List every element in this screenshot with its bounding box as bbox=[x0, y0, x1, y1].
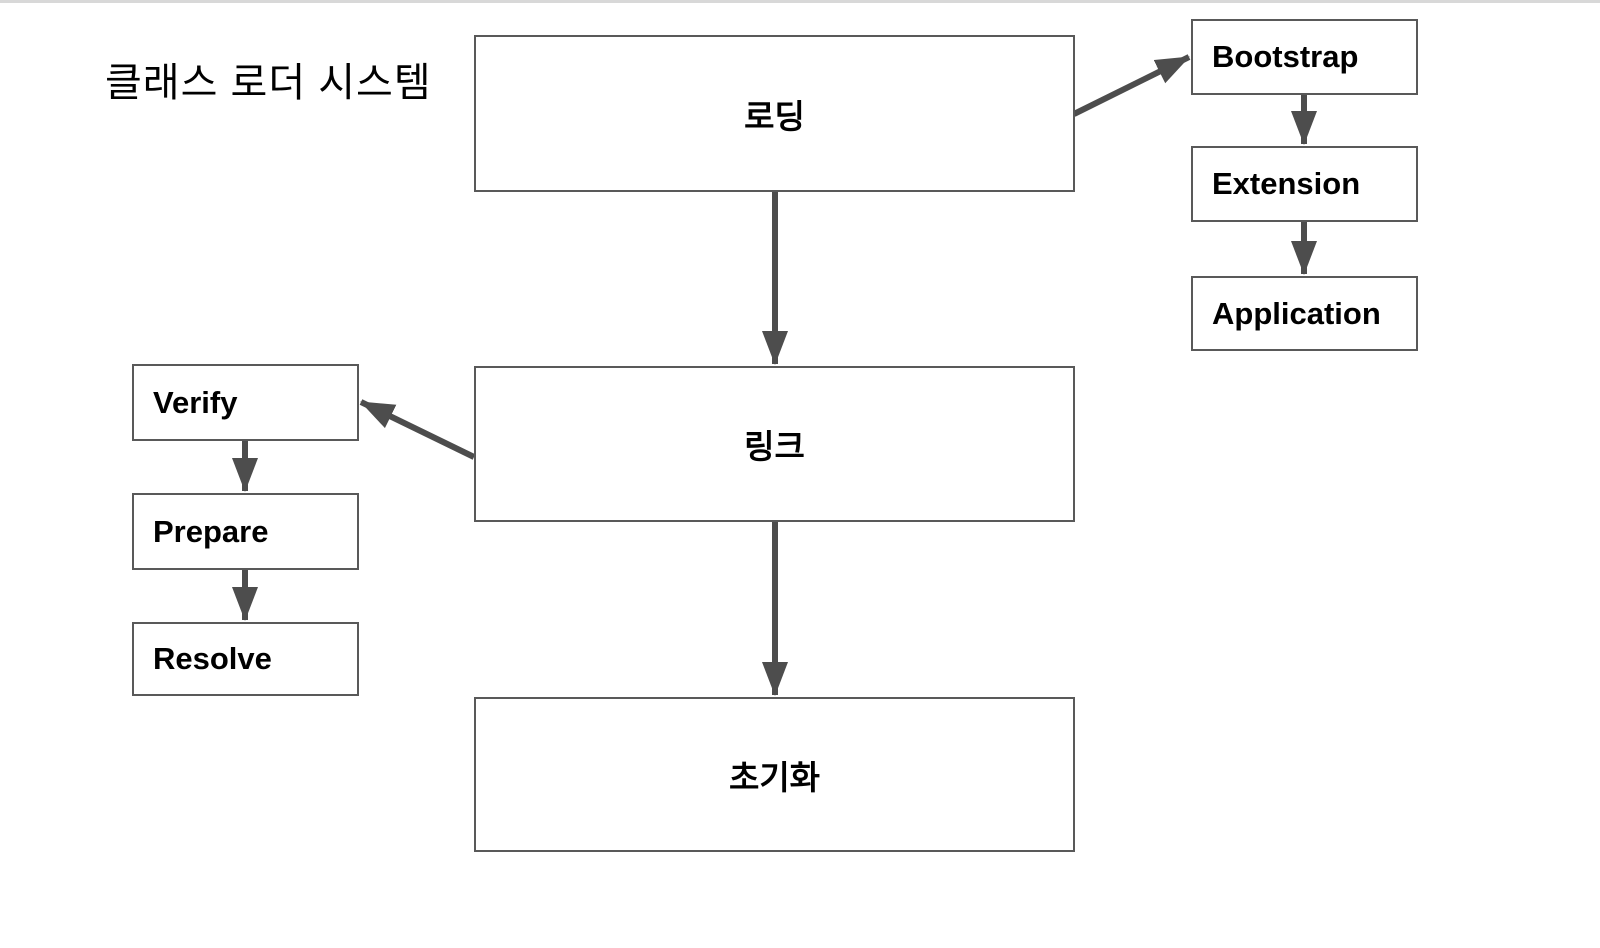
node-link: 링크 bbox=[474, 366, 1075, 522]
node-prepare: Prepare bbox=[132, 493, 359, 570]
node-initialization: 초기화 bbox=[474, 697, 1075, 852]
node-application: Application bbox=[1191, 276, 1418, 351]
node-extension: Extension bbox=[1191, 146, 1418, 222]
node-verify: Verify bbox=[132, 364, 359, 441]
arrow-loading-to-bootstrap bbox=[1072, 54, 1191, 117]
node-loading: 로딩 bbox=[474, 35, 1075, 192]
arrow-link-to-verify bbox=[359, 399, 476, 460]
page-top-border bbox=[0, 0, 1600, 3]
node-bootstrap: Bootstrap bbox=[1191, 19, 1418, 95]
node-resolve: Resolve bbox=[132, 622, 359, 696]
diagram-title: 클래스 로더 시스템 bbox=[105, 61, 432, 105]
